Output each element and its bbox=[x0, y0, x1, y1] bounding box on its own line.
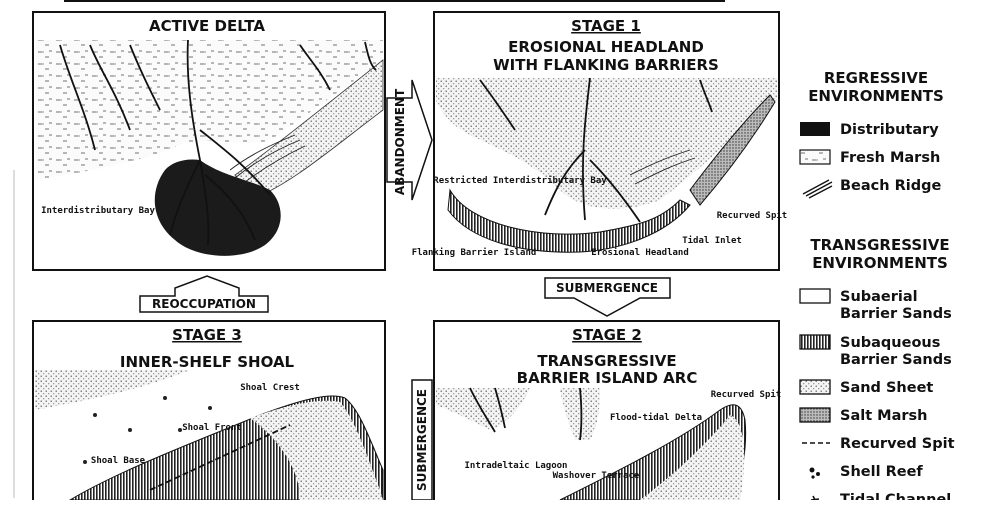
regressive-title-1: REGRESSIVE bbox=[824, 69, 928, 87]
shell-reef-icon bbox=[810, 468, 821, 479]
restricted-bay-label: Restricted Interdistributary Bay bbox=[433, 175, 607, 186]
reoccupation-label: REOCCUPATION bbox=[152, 297, 256, 311]
legend-distributary: Distributary bbox=[840, 122, 939, 138]
regressive-title-2: ENVIRONMENTS bbox=[808, 87, 944, 105]
active-delta-title: ACTIVE DELTA bbox=[149, 17, 265, 35]
stage-1-subtitle-2: WITH FLANKING BARRIERS bbox=[493, 56, 719, 74]
intradeltaic-label: Intradeltaic Lagoon bbox=[465, 460, 568, 471]
interdistributary-bay-label: Interdistributary Bay bbox=[41, 205, 155, 216]
reoccupation-arrow: REOCCUPATION bbox=[140, 276, 268, 312]
sand-sheet-swatch bbox=[800, 380, 830, 394]
stage-2-subtitle-2: BARRIER ISLAND ARC bbox=[517, 369, 698, 387]
panel-stage-1: STAGE 1 EROSIONAL HEADLAND WITH FLANKING… bbox=[412, 12, 788, 270]
stage-3-subtitle: INNER-SHELF SHOAL bbox=[120, 353, 295, 371]
panel-stage-3: STAGE 3 INNER-SHELF SHOAL Shoal Crest Sh… bbox=[33, 321, 385, 500]
shoal-base-label: Shoal Base bbox=[91, 456, 146, 466]
legend-sand-sheet: Sand Sheet bbox=[840, 380, 933, 396]
legend-subaqueous-2: Barrier Sands bbox=[840, 352, 952, 368]
legend-salt-marsh: Salt Marsh bbox=[840, 408, 928, 424]
legend-fresh-marsh: Fresh Marsh bbox=[840, 150, 940, 166]
beach-ridge-icon bbox=[803, 180, 832, 198]
stage-2-title: STAGE 2 bbox=[572, 326, 642, 344]
transgressive-title-2: ENVIRONMENTS bbox=[812, 254, 948, 272]
legend-subaerial-1: Subaerial bbox=[840, 289, 918, 305]
stage-1-title: STAGE 1 bbox=[571, 17, 641, 35]
submergence-arrow-down: SUBMERGENCE bbox=[545, 278, 670, 316]
legend: REGRESSIVE ENVIRONMENTS Distributary Fre… bbox=[800, 69, 955, 508]
transgressive-title-1: TRANSGRESSIVE bbox=[810, 236, 949, 254]
legend-shell-reef: Shell Reef bbox=[840, 464, 923, 480]
recurved-spit-label-s1: Recurved Spit bbox=[717, 210, 787, 221]
fresh-marsh-swatch bbox=[800, 150, 830, 164]
legend-subaqueous-1: Subaqueous bbox=[840, 335, 940, 351]
salt-marsh-swatch bbox=[800, 408, 830, 422]
abandonment-arrow: ABANDONMENT bbox=[387, 80, 432, 200]
submergence-label-h: SUBMERGENCE bbox=[556, 281, 658, 295]
legend-recurved-spit: Recurved Spit bbox=[840, 436, 955, 452]
shoal-crest-label: Shoal Crest bbox=[240, 383, 300, 393]
distributary-swatch bbox=[800, 122, 830, 136]
submergence-arrow-left: SUBMERGENCE bbox=[412, 380, 432, 500]
recurved-spit-label-s2: Recurved Spit bbox=[711, 389, 781, 400]
subaqueous-swatch bbox=[800, 335, 830, 349]
shoal-front-label: Shoal Front bbox=[182, 423, 242, 433]
washover-label: Washover Terrace bbox=[553, 471, 640, 481]
panel-stage-2: STAGE 2 TRANSGRESSIVE BARRIER ISLAND ARC… bbox=[434, 321, 781, 500]
legend-subaerial-2: Barrier Sands bbox=[840, 306, 952, 322]
stage-2-subtitle-1: TRANSGRESSIVE bbox=[537, 352, 676, 370]
stage-1-subtitle-1: EROSIONAL HEADLAND bbox=[508, 38, 704, 56]
panel-active-delta: ACTIVE DELTA Interdistributary Bay bbox=[33, 12, 385, 270]
erosional-headland-label: Erosional Headland bbox=[591, 247, 689, 258]
subaerial-swatch bbox=[800, 289, 830, 303]
stage-3-title: STAGE 3 bbox=[172, 326, 242, 344]
flood-tidal-label: Flood-tidal Delta bbox=[610, 412, 702, 423]
legend-beach-ridge: Beach Ridge bbox=[840, 178, 942, 194]
abandonment-label: ABANDONMENT bbox=[393, 88, 407, 195]
tidal-inlet-label: Tidal Inlet bbox=[682, 235, 742, 246]
flanking-barrier-label: Flanking Barrier Island bbox=[412, 247, 537, 258]
submergence-label-v: SUBMERGENCE bbox=[415, 389, 429, 491]
